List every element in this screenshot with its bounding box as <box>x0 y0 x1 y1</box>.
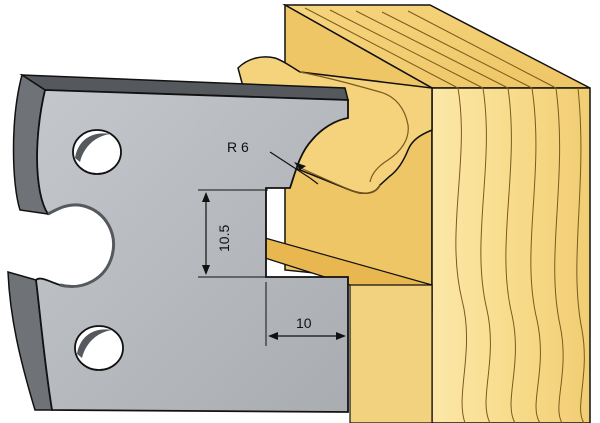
wood-front-grain <box>455 87 585 423</box>
wood-lower-front <box>349 284 433 423</box>
steel-cutter <box>7 73 349 413</box>
height-label: 10.5 <box>216 225 232 252</box>
cutter-hole-upper <box>72 129 122 175</box>
wood-profile-cove <box>299 71 409 183</box>
dimension-radius: R 6 <box>227 139 319 185</box>
cutter-hole-lower <box>74 325 124 371</box>
cutter-notch-shadow <box>47 203 115 288</box>
width-label: 10 <box>296 315 312 331</box>
dimension-height: 10.5 <box>198 189 268 278</box>
wood-block <box>237 3 591 423</box>
radius-label: R 6 <box>227 139 249 155</box>
dimension-width: 10 <box>265 282 349 346</box>
wood-top-grain <box>304 7 557 89</box>
wood-profile-ridge <box>259 149 381 194</box>
